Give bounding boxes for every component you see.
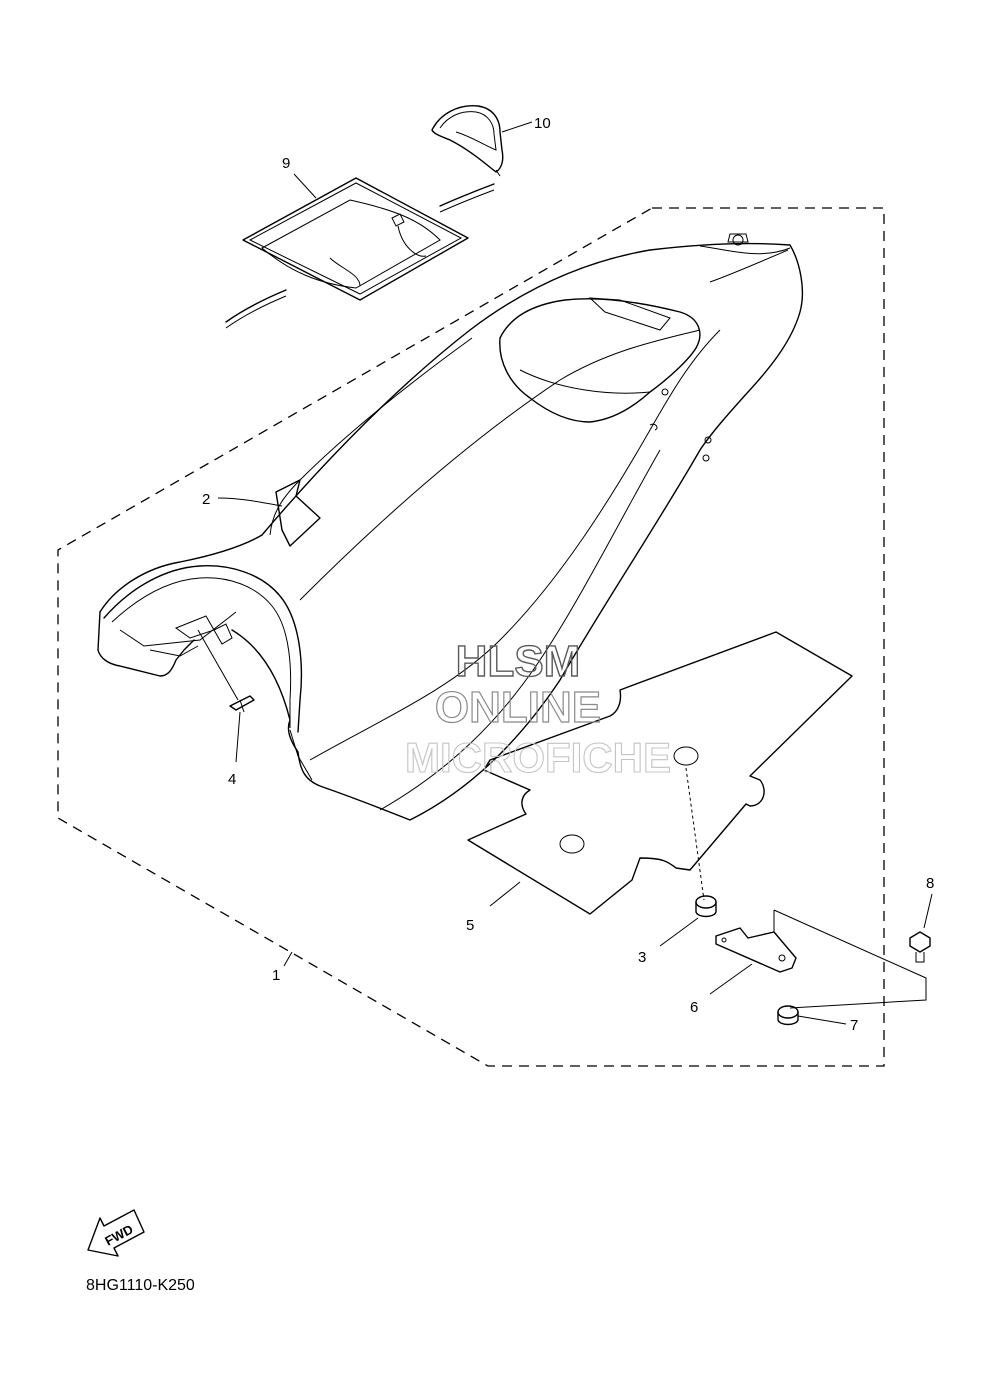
- callout-5: 5: [466, 917, 474, 934]
- watermark-line2: ONLINE: [435, 683, 601, 732]
- leader-10: [501, 121, 533, 133]
- fwd-arrow: FWD: [87, 1209, 145, 1257]
- watermark-line1: HLSM: [456, 637, 581, 686]
- callout-6: 6: [690, 999, 698, 1016]
- part-7-nut: [777, 1005, 799, 1026]
- assembly-boundary: [57, 207, 885, 1067]
- leader-8: [923, 893, 933, 929]
- leader-2: [217, 497, 283, 507]
- callout-7: 7: [850, 1017, 858, 1034]
- drawing-code: 8HG1110-K250: [86, 1277, 195, 1294]
- leader-5: [489, 881, 521, 907]
- leader-4b: [197, 629, 239, 701]
- seat-assembly: [97, 233, 804, 821]
- leader-7: [797, 1015, 847, 1025]
- part-8-bolt: [909, 931, 931, 963]
- leader-4: [235, 711, 241, 763]
- callout-1: 1: [272, 967, 280, 984]
- part-6-bracket: [715, 910, 797, 973]
- alignment-line: [685, 767, 705, 901]
- leader-1: [283, 951, 293, 967]
- part-3-grommet: [695, 895, 717, 918]
- callout-8: 8: [926, 875, 934, 892]
- reference-line: [773, 909, 927, 1009]
- part-5-sheet: [467, 631, 853, 915]
- callout-2: 2: [202, 491, 210, 508]
- callout-9: 9: [282, 155, 290, 172]
- callout-3: 3: [638, 949, 646, 966]
- watermark-line3: MICROFICHE: [405, 734, 671, 781]
- part-10-cover: [431, 105, 504, 177]
- part-4-clip: [229, 695, 255, 713]
- callout-4: 4: [228, 771, 236, 788]
- part-9-bag: [225, 177, 495, 329]
- callout-10: 10: [534, 115, 551, 132]
- leader-6: [709, 963, 753, 995]
- leader-9: [293, 173, 317, 199]
- leader-3: [659, 917, 699, 947]
